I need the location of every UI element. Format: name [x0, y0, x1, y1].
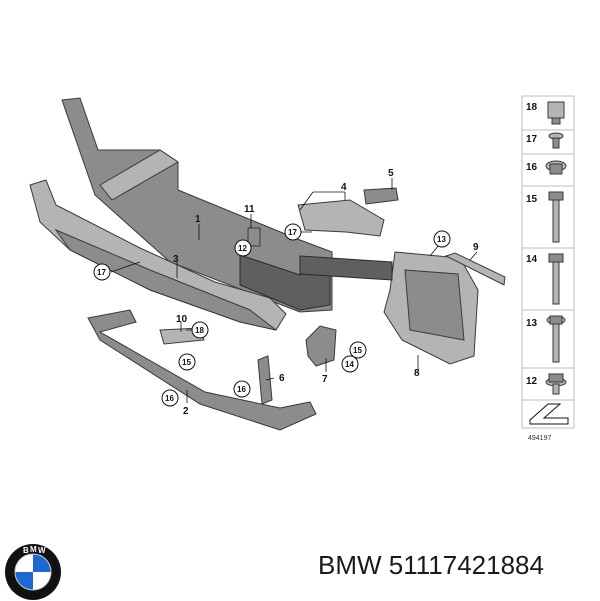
part-7-bracket — [305, 325, 337, 367]
svg-text:B: B — [23, 546, 29, 555]
callout-7: 7 — [322, 374, 328, 385]
part-number-caption: BMW 51117421884 — [318, 550, 544, 580]
callout-3: 3 — [173, 254, 179, 265]
legend-item-18: 18 — [526, 102, 538, 113]
callout-13: 13 — [437, 235, 446, 244]
legend-item-13: 13 — [526, 318, 538, 329]
part-4-bracket — [297, 187, 399, 237]
legend-item-17: 17 — [526, 134, 538, 145]
callout-2: 2 — [183, 406, 189, 417]
clip-nut-icon — [547, 101, 565, 125]
callout-11: 11 — [244, 204, 255, 215]
legend-item-14: 14 — [526, 254, 538, 265]
callout-circle-12: 12 — [234, 239, 252, 257]
callout-9: 9 — [473, 242, 479, 253]
callout-6: 6 — [279, 373, 285, 384]
callout-10: 10 — [176, 314, 188, 325]
callout-4: 4 — [341, 182, 347, 193]
figure-id: 494197 — [528, 435, 551, 442]
part-1-front-carrier — [61, 97, 333, 313]
bolt-long-icon-15 — [548, 191, 564, 243]
washer-nut-icon — [545, 160, 567, 175]
collar-bolt-icon-12 — [545, 373, 567, 395]
callout-circle-18: 18 — [191, 321, 209, 339]
callout-circle-17b: 17 — [284, 223, 302, 241]
callout-5: 5 — [388, 168, 394, 179]
callout-17b: 17 — [288, 228, 297, 237]
callout-circle-17a: 17 — [93, 263, 111, 281]
callout-14: 14 — [345, 360, 354, 369]
part-6-bracket — [257, 355, 273, 405]
callout-circle-16a: 16 — [161, 389, 179, 407]
callout-circle-13: 13 — [433, 230, 451, 248]
bmw-logo-icon: B M W — [5, 544, 61, 600]
callout-18: 18 — [195, 326, 204, 335]
collar-bolt-icon-13 — [546, 315, 566, 363]
callout-16a: 16 — [165, 394, 174, 403]
svg-text:W: W — [38, 546, 46, 555]
legend-item-16: 16 — [526, 162, 538, 173]
direction-arrow-icon — [529, 403, 569, 425]
part-8-radiator-support — [299, 251, 479, 365]
part-9-strip — [444, 252, 506, 286]
part-2-deflector — [87, 309, 317, 431]
hardware-legend: 18 17 16 15 14 13 12 — [521, 95, 575, 442]
expansion-rivet-icon — [548, 132, 564, 149]
svg-text:M: M — [30, 545, 37, 554]
callout-12: 12 — [238, 244, 247, 253]
callout-circle-15a: 15 — [349, 341, 367, 359]
callout-8: 8 — [414, 368, 420, 379]
callout-17a: 17 — [97, 268, 106, 277]
callout-16b: 16 — [237, 385, 246, 394]
part-3-bumper-beam — [29, 179, 287, 331]
callout-15b: 15 — [182, 358, 191, 367]
part-11-clip — [247, 227, 261, 247]
callout-circle-15b: 15 — [178, 353, 196, 371]
bolt-long-icon-14 — [548, 253, 564, 305]
legend-item-12: 12 — [526, 376, 538, 387]
leader-lines — [110, 178, 478, 403]
callout-circle-16b: 16 — [233, 380, 251, 398]
callout-circle-14: 14 — [341, 355, 359, 373]
legend-item-15: 15 — [526, 194, 538, 205]
callout-15a: 15 — [353, 346, 362, 355]
callout-1: 1 — [195, 214, 201, 225]
